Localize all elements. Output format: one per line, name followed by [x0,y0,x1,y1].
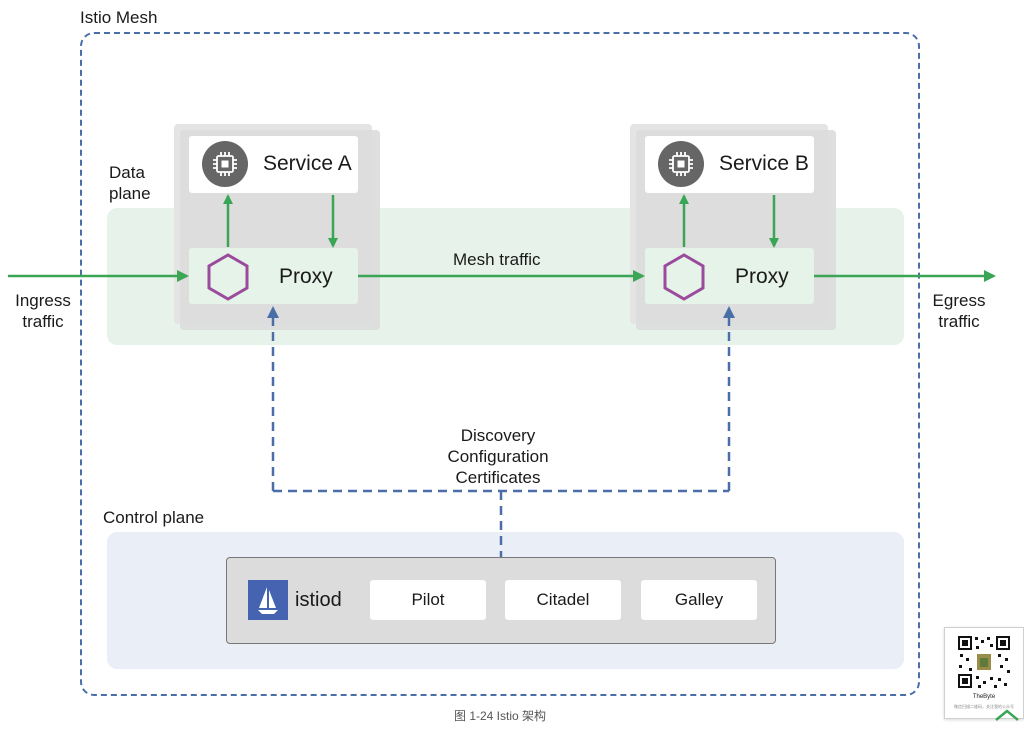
egress-label-line1: Egress [932,291,986,310]
control-plane-label: Control plane [103,508,205,527]
control-signal-configuration: Configuration [447,447,549,466]
mesh-title: Istio Mesh [80,8,158,27]
figure-caption: 图 1-24 Istio 架构 [454,709,547,723]
control-signal-certificates: Certificates [455,468,541,487]
service-a-label: Service A [263,152,352,175]
proxy-b-label: Proxy [735,265,789,288]
cpu-chip-glyph-a [213,152,237,176]
cpu-chip-glyph-b [669,152,693,176]
egress-label: Egress traffic [928,290,990,332]
service-b-label: Service B [719,152,809,175]
istio-sail-logo-icon [248,580,288,620]
data-plane-label-line2: plane [109,184,151,203]
galley-component: Galley [641,580,757,620]
control-signals-label: Discovery Configuration Certificates [430,425,566,488]
egress-label-line2: traffic [938,312,980,331]
data-plane-label: Data plane [109,162,151,204]
hexagon-icon [663,253,705,301]
proxy-a-label: Proxy [279,265,333,288]
data-plane-label-line1: Data [109,163,145,182]
control-signal-discovery: Discovery [460,426,536,445]
watermark-tagline: 微信扫描二维码，关注我的公众号 [954,704,1014,709]
istio-mesh-boundary [80,32,920,696]
mesh-traffic-label: Mesh traffic [453,250,541,269]
istiod-label: istiod [295,589,342,611]
qr-code-icon [956,634,1012,690]
hexagon-icon [207,253,249,301]
watermark-name: TheByte [972,694,996,700]
pilot-component: Pilot [370,580,486,620]
citadel-component: Citadel [505,580,621,620]
ingress-label: Ingress traffic [14,290,72,332]
proxy-a-box [189,248,358,304]
ingress-label-line2: traffic [22,312,64,331]
proxy-b-box [645,248,814,304]
qr-watermark-card: TheByte 微信扫描二维码，关注我的公众号 [944,627,1024,719]
ingress-label-line1: Ingress [15,291,71,310]
